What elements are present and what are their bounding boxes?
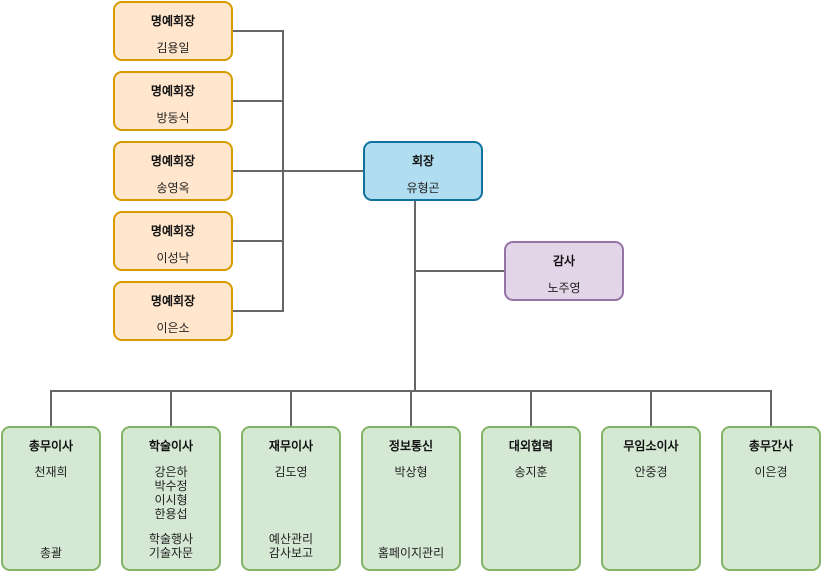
director-box-it: 정보통신 박상형 홈페이지관리: [361, 426, 461, 571]
director-title: 무임소이사: [623, 439, 679, 453]
director-title: 재무이사: [268, 439, 314, 453]
director-box-at-large: 무임소이사 안중경: [601, 426, 701, 571]
director-title: 대외협력: [508, 439, 554, 453]
honorary-title: 명예회장: [150, 84, 196, 98]
director-duty: 학술행사: [148, 532, 194, 546]
honorary-name: 방동식: [156, 111, 190, 125]
honorary-name: 김용일: [156, 41, 190, 55]
honorary-title: 명예회장: [150, 294, 196, 308]
honorary-president-box-5: 명예회장 이은소: [113, 281, 233, 341]
director-name: 안중경: [634, 465, 668, 479]
honorary-president-box-3: 명예회장 송영옥: [113, 141, 233, 201]
director-name: 이은경: [754, 465, 788, 479]
president-name: 유형곤: [406, 181, 440, 195]
president-title: 회장: [411, 154, 435, 168]
director-box-finance: 재무이사 김도영 예산관리 감사보고: [241, 426, 341, 571]
director-names: 안중경: [603, 465, 699, 479]
honorary-title: 명예회장: [150, 224, 196, 238]
honorary-title: 명예회장: [150, 14, 196, 28]
honorary-president-box-4: 명예회장 이성낙: [113, 211, 233, 271]
honorary-name: 송영옥: [156, 181, 190, 195]
director-name: 송지훈: [514, 465, 548, 479]
director-name: 강은하: [154, 465, 188, 479]
director-box-secretary: 총무간사 이은경: [721, 426, 821, 571]
director-title: 총무이사: [28, 439, 74, 453]
director-duties: 총괄: [3, 546, 99, 560]
director-name: 이시형: [154, 493, 188, 507]
director-names: 김도영: [243, 465, 339, 479]
director-name: 천재희: [34, 465, 68, 479]
director-name: 한용섭: [154, 507, 188, 521]
director-duty: 감사보고: [268, 546, 314, 560]
auditor-box: 감사 노주영: [504, 241, 624, 301]
director-name: 박상형: [394, 465, 428, 479]
director-box-general-affairs: 총무이사 천재희 총괄: [1, 426, 101, 571]
director-title: 정보통신: [388, 439, 434, 453]
auditor-name: 노주영: [547, 281, 581, 295]
director-names: 이은경: [723, 465, 819, 479]
director-box-academic: 학술이사 강은하 박수정 이시형 한용섭 학술행사 기술자문: [121, 426, 221, 571]
director-names: 박상형: [363, 465, 459, 479]
director-names: 강은하 박수정 이시형 한용섭: [123, 465, 219, 521]
honorary-president-box-2: 명예회장 방동식: [113, 71, 233, 131]
honorary-name: 이은소: [156, 321, 190, 335]
director-duties: 예산관리 감사보고: [243, 532, 339, 560]
director-name: 김도영: [274, 465, 308, 479]
honorary-president-box-1: 명예회장 김용일: [113, 1, 233, 61]
honorary-title: 명예회장: [150, 154, 196, 168]
director-duty: 기술자문: [148, 546, 194, 560]
director-duty: 예산관리: [268, 532, 314, 546]
director-name: 박수정: [154, 479, 188, 493]
director-names: 송지훈: [483, 465, 579, 479]
director-duties: 학술행사 기술자문: [123, 532, 219, 560]
director-names: 천재희: [3, 465, 99, 479]
director-duty: 홈페이지관리: [377, 546, 445, 560]
president-box: 회장 유형곤: [363, 141, 483, 201]
director-duties: 홈페이지관리: [363, 546, 459, 560]
director-duty: 총괄: [39, 546, 63, 560]
director-title: 학술이사: [148, 439, 194, 453]
honorary-name: 이성낙: [156, 251, 190, 265]
auditor-title: 감사: [552, 254, 576, 268]
director-title: 총무간사: [748, 439, 794, 453]
director-box-external: 대외협력 송지훈: [481, 426, 581, 571]
